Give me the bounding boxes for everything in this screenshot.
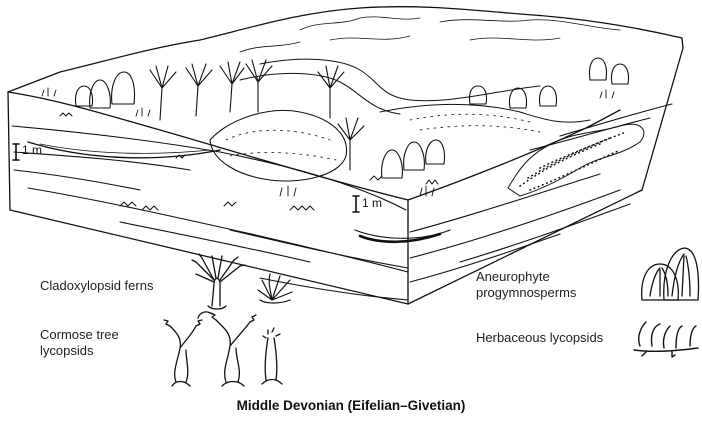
floodplain-pond: [210, 110, 347, 181]
sand-lens: [508, 124, 644, 196]
channel-belt: [240, 59, 590, 132]
legend-label-aneurophyte-line1: Aneurophyte: [476, 269, 550, 285]
scale-bar-right-label: 1 m: [362, 196, 382, 210]
legend-label-aneurophyte-line2: progymnosperms: [476, 285, 576, 301]
block-outline: [8, 7, 683, 304]
hillside-texture: [240, 17, 620, 52]
legend-label-cormose-line2: lycopsids: [40, 343, 93, 359]
strata-right-face: [410, 104, 672, 282]
legend-cladoxylopsid-icon: [192, 254, 245, 309]
surface-cladoxylopsids: [150, 60, 364, 170]
legend-cormose-lycopsid-icon: [164, 312, 282, 386]
legend-label-cormose-line1: Cormose tree: [40, 327, 119, 343]
scale-bar-right: [353, 196, 359, 212]
legend-label-herbaceous: Herbaceous lycopsids: [476, 330, 603, 346]
legend-herbaceous-lycopsid-icon: [634, 322, 698, 357]
legend-aneurophyte-icon: [642, 248, 699, 300]
scale-bar-left-label: 1 m: [22, 143, 42, 157]
legend-label-cladoxylopsid: Cladoxylopsid ferns: [40, 278, 153, 294]
figure-caption: Middle Devonian (Eifelian–Givetian): [0, 398, 702, 413]
